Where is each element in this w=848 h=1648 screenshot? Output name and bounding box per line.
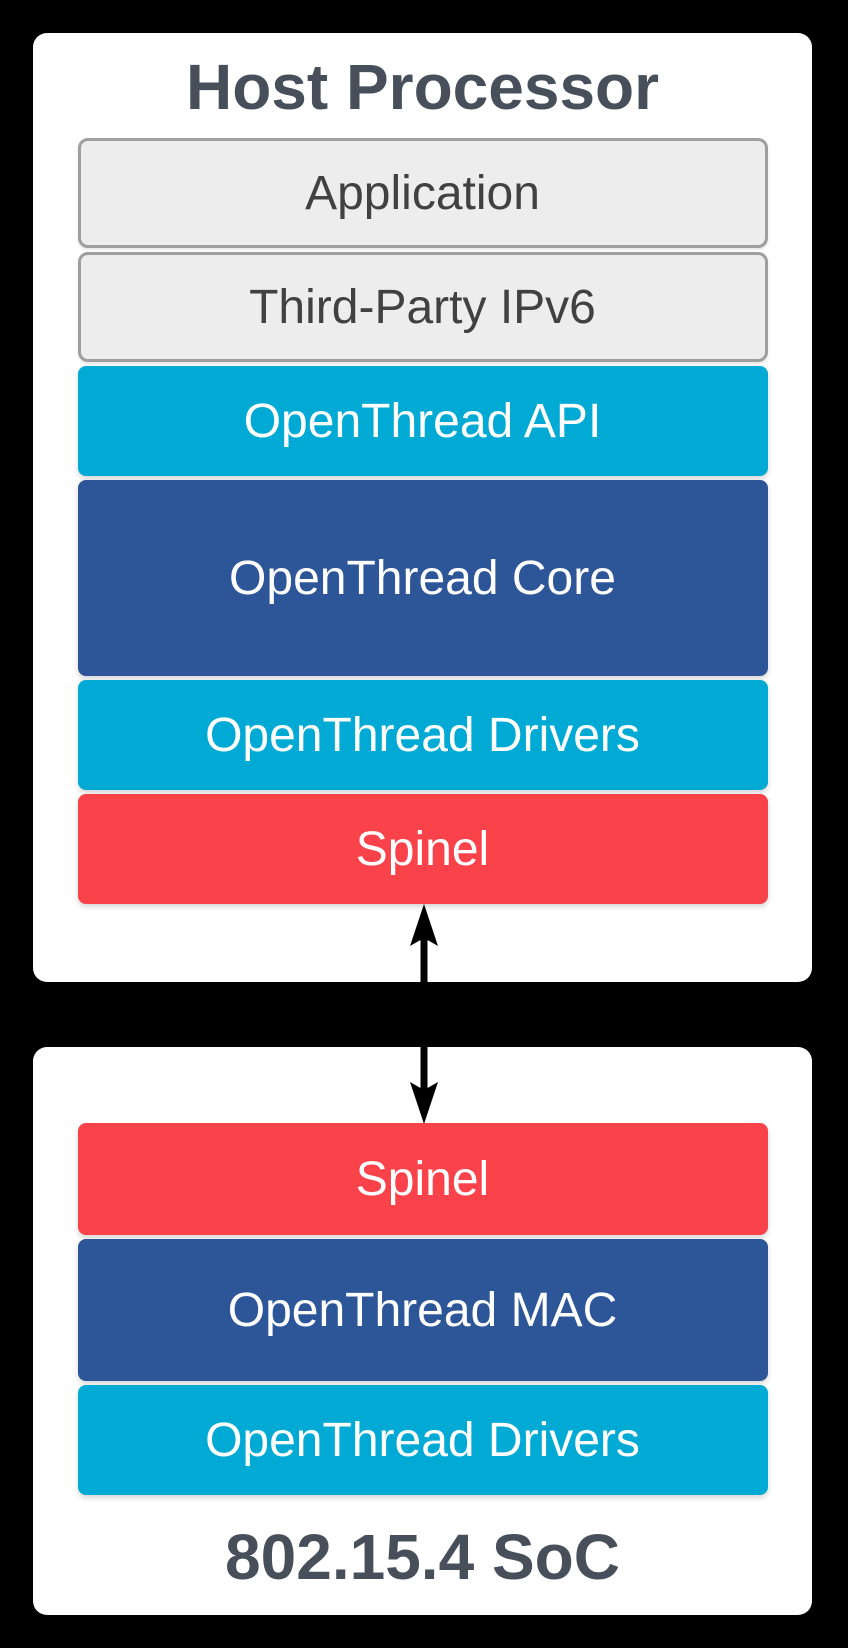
layer-openthread-api-label: OpenThread API	[243, 394, 602, 448]
layer-third-party-ipv6-label: Third-Party IPv6	[249, 280, 596, 334]
layer-spinel-soc: Spinel	[77, 1123, 768, 1235]
layer-openthread-drivers-soc: OpenThread Drivers	[77, 1385, 768, 1495]
layer-openthread-drivers-host: OpenThread Drivers	[77, 680, 768, 790]
soc-layer-stack: Spinel OpenThread MAC OpenThread Drivers	[77, 1047, 768, 1495]
soc-panel: Spinel OpenThread MAC OpenThread Drivers…	[33, 1047, 812, 1615]
layer-openthread-mac: OpenThread MAC	[77, 1239, 768, 1381]
layer-openthread-core-label: OpenThread Core	[229, 551, 616, 605]
layer-spinel-host: Spinel	[77, 794, 768, 904]
host-processor-title: Host Processor	[185, 51, 660, 123]
layer-openthread-drivers-host-label: OpenThread Drivers	[205, 708, 640, 762]
layer-openthread-core: OpenThread Core	[77, 480, 768, 676]
layer-spinel-host-label: Spinel	[355, 822, 490, 876]
layer-spinel-soc-label: Spinel	[355, 1152, 490, 1206]
layer-application: Application	[77, 138, 768, 248]
double-arrow-icon	[410, 904, 438, 1124]
layer-openthread-api: OpenThread API	[77, 366, 768, 476]
layer-openthread-drivers-soc-label: OpenThread Drivers	[205, 1413, 640, 1467]
layer-openthread-mac-label: OpenThread MAC	[227, 1283, 618, 1337]
soc-title: 802.15.4 SoC	[225, 1521, 620, 1593]
host-layer-stack: Application Third-Party IPv6 OpenThread …	[77, 138, 768, 904]
layer-application-label: Application	[305, 166, 540, 220]
layer-third-party-ipv6: Third-Party IPv6	[77, 252, 768, 362]
host-processor-panel: Host Processor Application Third-Party I…	[33, 33, 812, 982]
